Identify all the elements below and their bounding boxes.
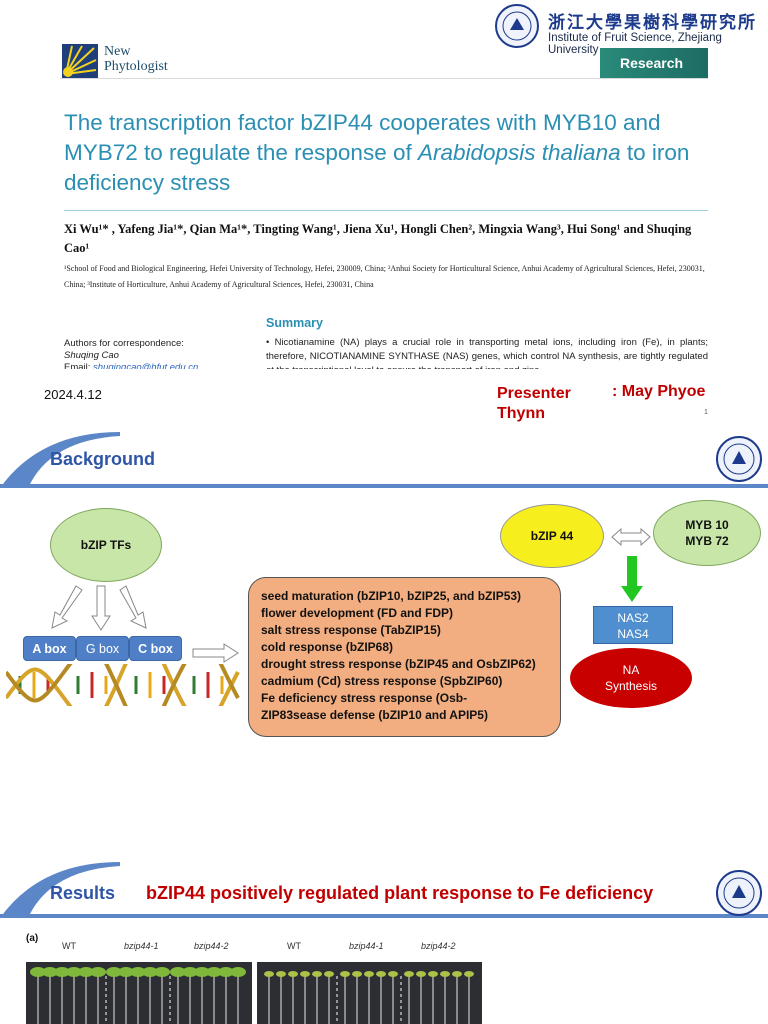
nas4-label: NAS4 [617,627,649,641]
paper-title-part-2: to iron deficiency stress [64,140,690,195]
header-swoosh-icon [0,432,120,488]
correspondence-name: Shuqing Cao [64,350,119,361]
function-item: ZIP83sease defense (bZIP10 and APIP5) [261,708,488,722]
down-arrows-icon [51,585,147,631]
na-synthesis-node: NA Synthesis [570,648,692,708]
slide-title-page: New Phytologist Research 浙江大學果樹科學研究所 Ins… [0,0,768,432]
author-list: Xi Wu¹* , Yafeng Jia¹*, Qian Ma¹*, Tingt… [64,222,692,255]
section-title: Background [50,449,156,469]
group-label-bzip44-1: bzip44-1 [349,941,384,951]
function-item: drought stress response (bZIP45 and OsbZ… [261,657,536,671]
email-label: Email: [64,362,94,373]
page-number: 1 [704,409,708,416]
na-label: NA [622,663,640,677]
group-label-wt: WT [287,941,301,951]
paper-title: The transcription factor bZIP44 cooperat… [64,108,704,198]
dna-helix-icon [6,664,240,706]
myb10-label: MYB 10 [685,518,729,532]
crop-mask [0,369,768,379]
institute-name-cn: 浙江大學果樹科學研究所 [548,13,757,33]
email-link[interactable]: shuqingcao@hfut.edu.cn [93,362,199,373]
zju-seal-icon [716,436,762,482]
presenter-name-line-2: Thynn [497,405,545,422]
header-rule [0,914,768,918]
correspondence-email: Email: shuqingcao@hfut.edu.cn [64,362,198,373]
zju-seal-icon [716,870,762,916]
g-box: G box [76,636,129,661]
journal-line-1: New [104,44,131,59]
synthesis-label: Synthesis [604,679,658,693]
c-box: C box [129,636,182,661]
presenter-label: Presenter [497,385,571,402]
bzip-tfs-node: bZIP TFs [50,508,162,582]
summary-heading: Summary [266,316,323,330]
function-item: cadmium (Cd) stress response (SpbZIP60) [261,674,503,688]
journal-line-2: Phytologist [104,59,168,74]
double-arrow-icon [611,528,651,546]
slide-results: Results bZIP44 positively regulated plan… [0,862,768,1024]
function-item: cold response (bZIP68) [261,640,394,654]
divider [60,78,708,79]
zju-seal-icon [495,4,539,48]
right-arrow-icon [192,643,239,663]
paper-title-species: Arabidopsis thaliana [417,140,621,165]
new-phytologist-logo-icon [62,44,98,78]
function-item: salt stress response (TabZIP15) [261,623,441,637]
myb-node: MYB 10 MYB 72 [653,500,761,566]
paper-title-part-1: The transcription factor bZIP44 cooperat… [64,110,661,165]
nas-node: NAS2 NAS4 [593,606,673,644]
presentation-date: 2024.4.12 [44,387,102,402]
header-rule [0,484,768,488]
institute-name-en: Institute of Fruit Science, Zhejiang Uni… [548,32,722,56]
seedling-plate-image [26,962,252,1024]
group-label-wt: WT [62,941,76,951]
presenter-name: : May Phyoe [612,383,706,400]
header-swoosh-icon [0,862,120,918]
nas2-label: NAS2 [617,611,649,625]
figure-panel-label: (a) [26,933,39,944]
myb72-label: MYB 72 [685,534,729,548]
journal-name: New Phytologist [104,44,168,74]
seedling-plate-image [257,962,482,1024]
research-label: Research [600,48,708,78]
group-label-bzip44-2: bzip44-2 [421,941,456,951]
a-box: A box [23,636,76,661]
function-item: seed maturation (bZIP10, bZIP25, and bZI… [261,589,522,603]
slide-background: Background bZIP TFs A box G box C box se… [0,432,768,862]
group-label-bzip44-1: bzip44-1 [124,941,159,951]
affiliations: ¹School of Food and Biological Engineeri… [64,264,705,289]
bzip-functions-box: seed maturation (bZIP10, bZIP25, and bZI… [248,577,561,737]
correspondence-label: Authors for correspondence: [64,338,184,349]
title-divider [64,210,708,211]
group-label-bzip44-2: bzip44-2 [194,941,229,951]
function-item: Fe deficiency stress response (Osb- [261,691,468,705]
section-subtitle: bZIP44 positively regulated plant respon… [146,883,654,903]
section-title: Results [50,883,116,903]
down-arrow-icon [621,556,643,602]
function-item: flower development (FD and FDP) [261,606,454,620]
bzip44-node: bZIP 44 [500,504,604,568]
